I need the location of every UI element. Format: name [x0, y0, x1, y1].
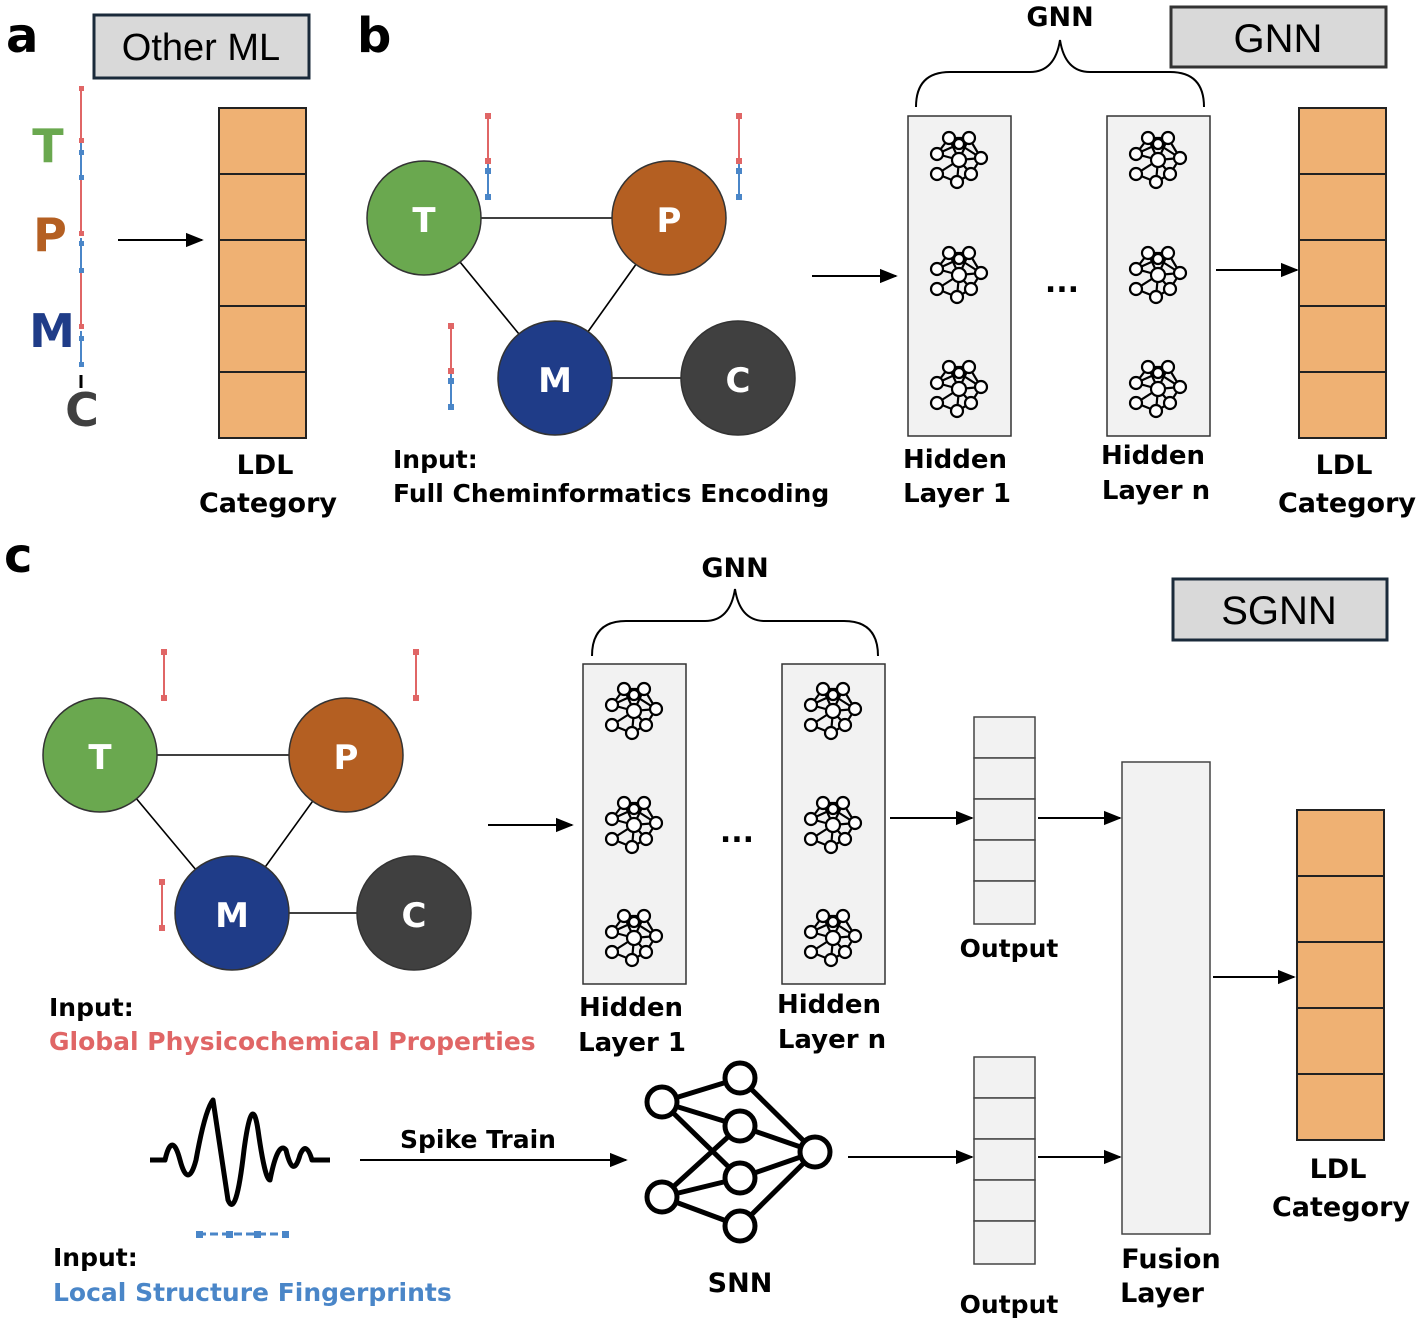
graph-node-C-c: C: [356, 855, 472, 971]
panel-letter-b: b: [357, 8, 391, 64]
feature-markers-c: [159, 649, 419, 931]
fusion-label-2: Layer: [1120, 1278, 1205, 1309]
ellipsis-b: ...: [1045, 265, 1079, 300]
snn-network-icon: [644, 1060, 833, 1244]
token-P: P: [33, 208, 67, 262]
ldl-label-a-1: LDL: [237, 450, 294, 481]
wave-signal-icon: [150, 1097, 330, 1207]
ldl-label-c-1: LDL: [1310, 1154, 1367, 1185]
token-T: T: [32, 119, 64, 173]
local-input-label-2: Local Structure Fingerprints: [53, 1278, 452, 1307]
output-vector-c: [1296, 809, 1385, 1141]
sequence-encoding-markers: [79, 86, 84, 388]
badge-sgnn-label: SGNN: [1221, 589, 1337, 633]
badge-sgnn: [1171, 577, 1389, 642]
snn-label: SNN: [708, 1268, 773, 1299]
hiddenn-label-c-1: Hidden: [777, 990, 881, 1020]
graph-node-P-c: P: [288, 697, 404, 813]
brace-c: [591, 588, 879, 657]
brace-b: [915, 39, 1205, 108]
hiddenn-label-b-2: Layer n: [1102, 476, 1210, 506]
fusion-layer-box: [1121, 761, 1211, 1235]
fusion-label-1: Fusion: [1121, 1244, 1220, 1275]
input-label-b-2: Full Cheminformatics Encoding: [393, 479, 829, 508]
output-label-bottom: Output: [960, 1290, 1059, 1319]
global-input-label-1: Input:: [49, 993, 134, 1022]
svg-text:M: M: [538, 361, 572, 401]
svg-text:M: M: [215, 896, 249, 936]
ldl-label-c-2: Category: [1272, 1192, 1410, 1223]
hiddenn-label-c-2: Layer n: [778, 1025, 886, 1055]
hiddenn-label-b-1: Hidden: [1101, 441, 1205, 471]
output-label-top: Output: [960, 934, 1059, 963]
hidden1-label-c-1: Hidden: [579, 993, 683, 1023]
svg-text:C: C: [726, 361, 751, 401]
panel-letter-c: c: [4, 528, 32, 584]
local-input-label-1: Input:: [53, 1243, 138, 1272]
svg-text:T: T: [88, 738, 112, 778]
svg-text:P: P: [334, 738, 359, 778]
graph-node-M-b: M: [497, 320, 613, 436]
local-feature-marker: [196, 1231, 289, 1238]
hidden1-label-b-2: Layer 1: [903, 479, 1011, 509]
svg-text:T: T: [412, 201, 436, 241]
ldl-label-b-1: LDL: [1316, 450, 1373, 481]
hidden1-label-b-1: Hidden: [903, 445, 1007, 475]
graph-node-T-c: T: [42, 697, 158, 813]
graph-node-C-b: C: [680, 320, 796, 436]
brace-label-b: GNN: [1026, 2, 1093, 33]
output-vector-b: [1298, 107, 1387, 439]
graph-node-P-b: P: [611, 160, 727, 276]
badge-gnn: [1169, 5, 1388, 69]
svg-text:P: P: [657, 201, 682, 241]
ldl-label-b-2: Category: [1278, 488, 1416, 519]
panel-letter-a: a: [6, 8, 38, 64]
hidden1-label-c-2: Layer 1: [578, 1028, 686, 1058]
badge-other-ml: [92, 13, 311, 80]
badge-gnn-label: GNN: [1234, 17, 1323, 61]
ellipsis-c: ...: [720, 815, 754, 850]
graph-node-M-c: M: [174, 855, 290, 971]
token-C: C: [65, 383, 99, 437]
svg-text:C: C: [402, 896, 427, 936]
global-input-label-2: Global Physicochemical Properties: [49, 1027, 536, 1056]
brace-label-c: GNN: [701, 553, 768, 584]
output-vector-a: [218, 107, 307, 439]
token-M: M: [29, 304, 75, 358]
ldl-label-a-2: Category: [199, 488, 337, 519]
feature-markers-b: [448, 113, 742, 410]
badge-other-ml-label: Other ML: [122, 27, 280, 69]
spike-train-label: Spike Train: [400, 1125, 556, 1154]
graph-node-T-b: T: [366, 160, 482, 276]
input-label-b-1: Input:: [393, 445, 478, 474]
gnn-output-vector: [973, 716, 1036, 925]
snn-output-vector: [973, 1056, 1036, 1265]
